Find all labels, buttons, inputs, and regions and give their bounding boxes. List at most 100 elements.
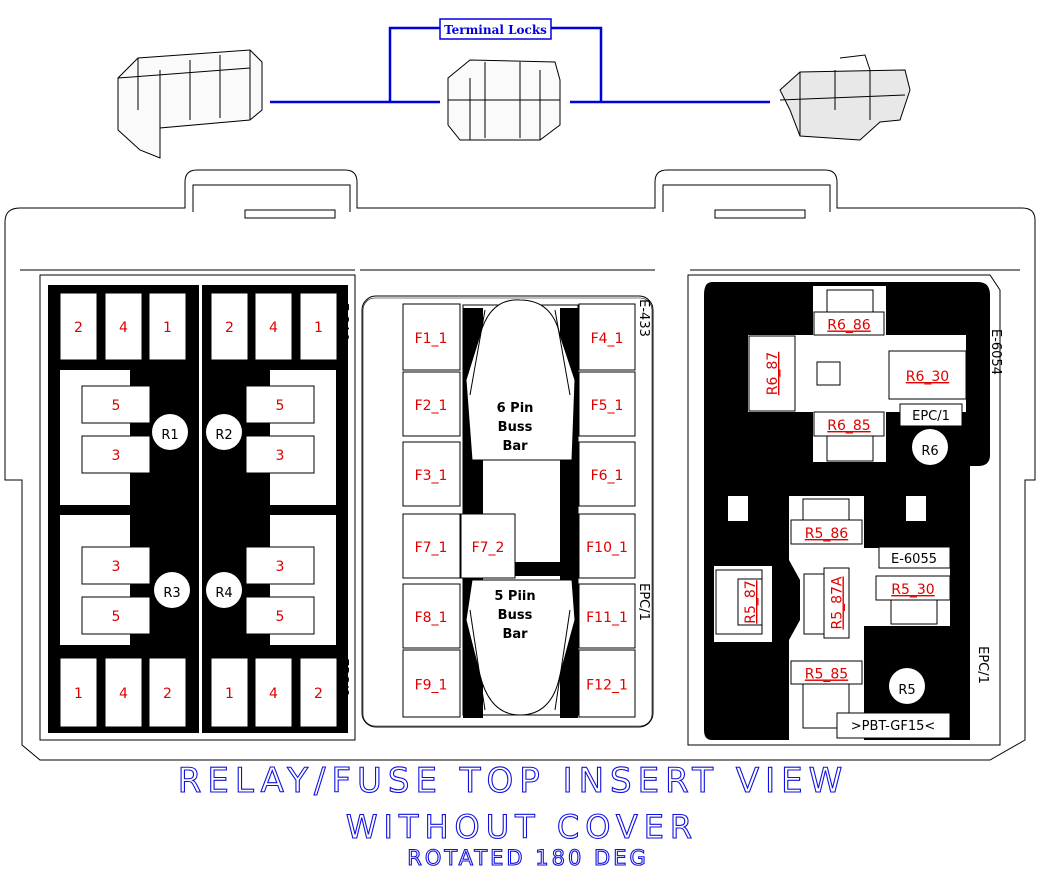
relay-name: R4 <box>215 586 232 601</box>
relay-pin-box <box>790 660 863 685</box>
relay-name: R1 <box>161 428 178 443</box>
relay-terminal <box>245 596 315 635</box>
panel-side-label: EPC/6 <box>335 658 350 696</box>
relay-terminal-label: 5 <box>112 609 121 625</box>
fuse-label: F9_1 <box>415 678 448 694</box>
buss-bar-label: Buss <box>498 608 533 623</box>
relay-pin-label: 1 <box>163 320 172 336</box>
fuse-label: F8_1 <box>415 610 448 626</box>
title-line-1: RELAY/FUSE TOP INSERT VIEW <box>178 761 848 801</box>
fuse-cell <box>402 441 461 507</box>
fuse-cell <box>578 513 636 579</box>
relay-pin-box <box>813 311 885 336</box>
buss-bar-label: Buss <box>498 420 533 435</box>
relay-pin-label: R6_30 <box>906 369 949 385</box>
relay-pin-label: 4 <box>269 686 278 702</box>
relay-terminal <box>81 596 151 635</box>
relay-pin-label: R5_85 <box>805 667 848 683</box>
relay-circle <box>206 414 242 450</box>
relay-terminal-label: 3 <box>112 448 121 464</box>
relay-name: R6 <box>921 444 938 459</box>
relay-pin-tab <box>826 289 874 316</box>
relay-circle <box>912 429 948 465</box>
relay-terminal-label: 3 <box>276 448 285 464</box>
relay-pin-label: 1 <box>74 686 83 702</box>
relay-pin-label: R5_30 <box>891 582 934 598</box>
relay-pin-cell <box>210 292 249 361</box>
fuse-cell <box>578 303 636 371</box>
relay-terminal <box>245 435 315 474</box>
relay-pin-box <box>888 350 967 400</box>
fuse-cell <box>578 441 636 507</box>
relay-pin-box <box>875 575 951 601</box>
relay-terminal <box>81 385 151 424</box>
relay-pin-cell <box>148 292 187 361</box>
relay-terminal <box>245 546 315 585</box>
panel-side-label: E-433 <box>636 299 651 337</box>
relay-pin-cell <box>299 292 338 361</box>
relay-pin-box <box>813 411 885 437</box>
fuse-cell <box>578 583 636 649</box>
relay-pin-label: 2 <box>74 320 83 336</box>
fuse-label: F1_1 <box>415 331 448 347</box>
relay-pin-box <box>748 335 796 412</box>
fuse-cell <box>578 371 636 437</box>
relay-terminal-label: 5 <box>276 609 285 625</box>
relay-pin-cell <box>254 657 293 728</box>
center-terminal-lock-image <box>447 59 561 141</box>
housing-outline <box>4 169 1036 761</box>
fuse-panel <box>361 295 654 728</box>
fuse-cell <box>402 303 461 371</box>
relay-pin-label: 2 <box>225 320 234 336</box>
epc-label-box <box>899 403 963 427</box>
fuse-cell <box>402 371 461 437</box>
relay-pin-label: 1 <box>225 686 234 702</box>
relay-pin-box <box>737 578 763 626</box>
fuse-label: F5_1 <box>591 398 624 414</box>
relay-terminal-label: 3 <box>112 559 121 575</box>
relay-pin-label: 1 <box>314 320 323 336</box>
left-connector-image <box>117 49 263 159</box>
fuse-cell <box>402 513 461 579</box>
relay-pin-cell <box>104 657 143 728</box>
relay-name: R5 <box>898 683 915 698</box>
epc-label: EPC/1 <box>912 409 950 424</box>
relay-terminal-label: 5 <box>276 398 285 414</box>
fuse-label: F10_1 <box>586 540 628 556</box>
relay-pin-label: 4 <box>119 320 128 336</box>
fuse-cell <box>402 649 461 718</box>
panel-side-label: EPC/1 <box>636 583 651 621</box>
buss-bar-label: Bar <box>502 439 528 454</box>
relay-pin-label: R5_86 <box>805 526 849 542</box>
relay-name: R2 <box>215 428 232 443</box>
relay-pin-cell <box>254 292 293 361</box>
relay-pin-label: R5_87 <box>743 580 759 623</box>
relay-pin-label: 4 <box>269 320 278 336</box>
part-label-box <box>878 546 951 569</box>
fuse-label: F2_1 <box>415 398 448 414</box>
right-connector-image <box>779 54 911 141</box>
terminal-locks-label: Terminal Locks <box>444 23 547 37</box>
buss-bar-label: 6 Pin <box>497 401 534 416</box>
fuse-label: F7_1 <box>415 540 448 556</box>
fuse-label: F11_1 <box>586 610 628 626</box>
relay-circle <box>889 668 925 704</box>
title-line-3: ROTATED 180 DEG <box>407 846 648 870</box>
fuse-label: F4_1 <box>591 331 624 347</box>
terminal-locks-callout <box>270 26 770 104</box>
relay-pin-box <box>790 519 863 545</box>
relay-pin-label: 2 <box>163 686 172 702</box>
relay-terminal <box>81 435 151 474</box>
part-label: E-6055 <box>891 552 937 567</box>
relay-pin-tab <box>890 599 938 625</box>
relay-circle <box>206 572 242 608</box>
relay-pin-label: R6_87 <box>765 352 781 395</box>
relay-pin-cell <box>148 657 187 728</box>
material-label: >PBT-GF15< <box>851 719 936 734</box>
relay-circle <box>154 572 190 608</box>
relay-terminal <box>245 385 315 424</box>
relay-pin-label: R6_86 <box>827 318 871 334</box>
relay-pin-cell <box>210 657 249 728</box>
relay-circle <box>152 414 188 450</box>
